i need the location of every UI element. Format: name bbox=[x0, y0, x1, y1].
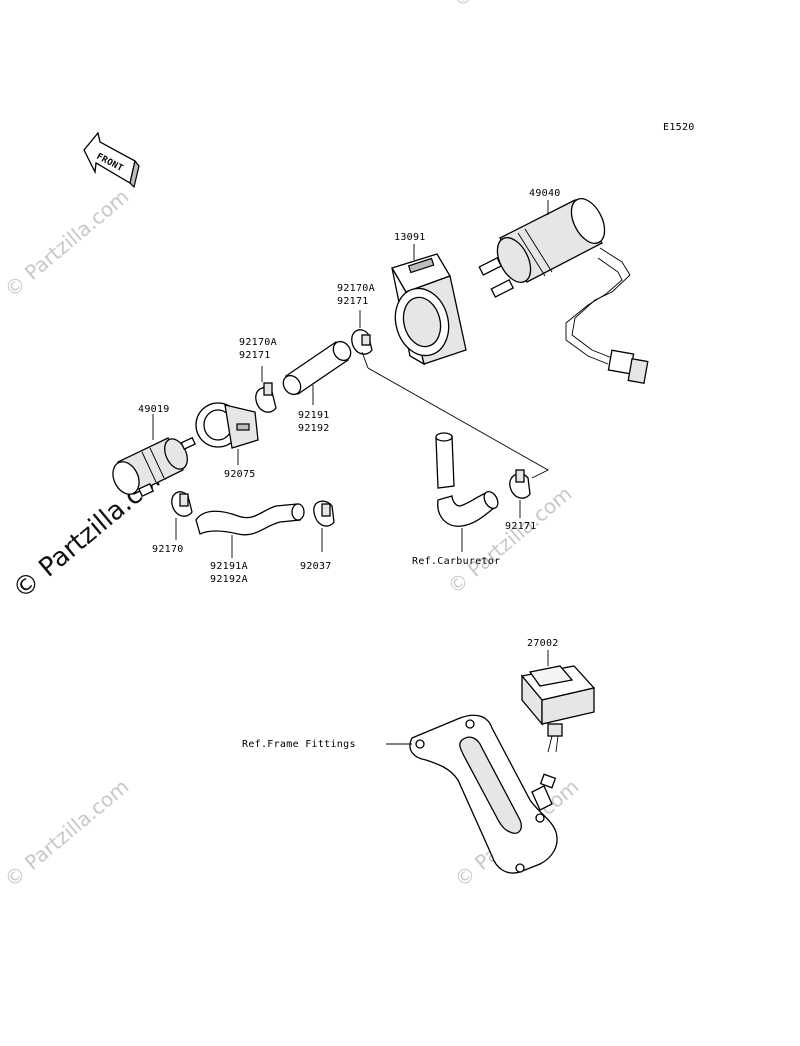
fuel-hose-92191 bbox=[282, 340, 352, 396]
carburetor-hose bbox=[435, 432, 499, 527]
label-92037: 92037 bbox=[300, 561, 332, 572]
connection-line-2 bbox=[361, 351, 369, 369]
label-27002: 27002 bbox=[527, 638, 559, 649]
watermark-2: © Partzilla.com bbox=[443, 481, 577, 599]
fuel-hose-92191A bbox=[195, 503, 305, 536]
label-92192: 92192 bbox=[298, 423, 330, 434]
label-92192A: 92192A bbox=[210, 574, 248, 585]
label-92075: 92075 bbox=[224, 469, 256, 480]
label-ref-frame: Ref.Frame Fittings bbox=[242, 739, 356, 750]
label-92170A-b: 92170A bbox=[239, 337, 277, 348]
clip-upper bbox=[351, 329, 373, 355]
label-92191A: 92191A bbox=[210, 561, 248, 572]
frame-bracket bbox=[409, 714, 558, 874]
label-49019: 49019 bbox=[138, 404, 170, 415]
label-92171-c: 92171 bbox=[505, 521, 537, 532]
label-92170: 92170 bbox=[152, 544, 184, 555]
label-92191: 92191 bbox=[298, 410, 330, 421]
fuel-filter-49019 bbox=[112, 436, 196, 498]
clip-middle bbox=[255, 382, 277, 413]
diagram-code: E1520 bbox=[663, 122, 695, 133]
clip-92171-c bbox=[509, 469, 531, 499]
clip-92170 bbox=[171, 491, 193, 517]
label-ref-carb: Ref.Carburetor bbox=[412, 556, 501, 567]
relay-27002 bbox=[520, 665, 596, 789]
label-92171-a: 92171 bbox=[337, 296, 369, 307]
label-92170A-a: 92170A bbox=[337, 283, 375, 294]
watermark-5: © Partzilla.com bbox=[448, 0, 582, 12]
pump-holder-13091 bbox=[391, 253, 467, 366]
label-92171-b: 92171 bbox=[239, 350, 271, 361]
fuel-pump-49040 bbox=[478, 198, 649, 384]
holder-92075 bbox=[195, 402, 259, 449]
watermark-1: © Partzilla.com bbox=[0, 184, 133, 302]
connection-line bbox=[367, 367, 549, 479]
watermark-3: © Partzilla.com bbox=[0, 774, 133, 892]
clip-92037 bbox=[313, 500, 335, 527]
front-arrow-icon: FRONT bbox=[83, 131, 140, 189]
label-49040: 49040 bbox=[529, 188, 561, 199]
label-13091: 13091 bbox=[394, 232, 426, 243]
